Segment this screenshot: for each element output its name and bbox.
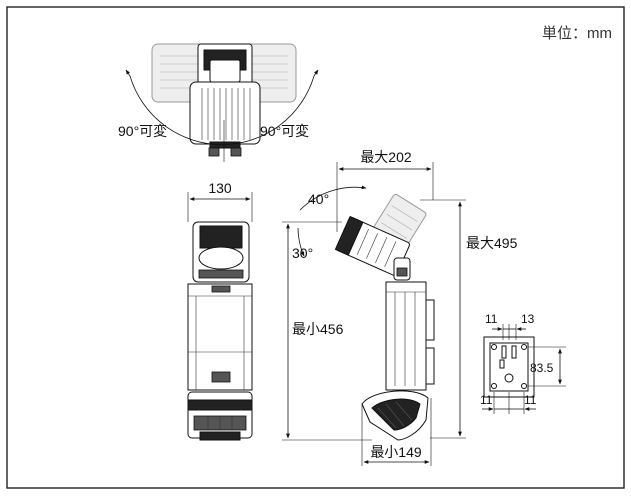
bracket-top-left-label: 11 <box>485 312 498 326</box>
min-depth-label: 最小149 <box>370 444 422 460</box>
unit-label: 単位：mm <box>542 25 612 42</box>
front-view: 130 <box>187 180 253 441</box>
side-bracket <box>425 299 435 341</box>
max-depth-label: 最大202 <box>360 149 412 165</box>
min-height-label: 最小456 <box>292 321 344 337</box>
max-height-label: 最大495 <box>466 235 518 251</box>
drawing-frame <box>6 6 625 489</box>
side-view: 最小456 最大202 最大495 40° 30° <box>282 149 518 466</box>
top-view: 90°可変 90°可変 <box>118 43 319 162</box>
rotation-arc <box>129 75 315 145</box>
tilt-up-label: 40° <box>308 191 329 207</box>
tilt-down-label: 30° <box>292 245 313 261</box>
tilt-up-arc <box>299 185 367 211</box>
bracket-view: 11 13 83.5 11 11 <box>480 312 566 414</box>
bracket-bottom-left-label: 11 <box>480 393 493 407</box>
side-body <box>385 281 427 391</box>
rotation-right-label: 90°可変 <box>260 123 309 139</box>
rotation-left-label: 90°可変 <box>118 123 167 139</box>
bracket-height-label: 83.5 <box>530 361 554 375</box>
head-top-view <box>189 43 261 157</box>
tilt-down-arc <box>297 227 305 257</box>
bracket-bottom-right-label: 11 <box>524 393 537 407</box>
base-housing <box>187 391 253 439</box>
lens <box>198 246 244 270</box>
width-label: 130 <box>208 180 232 196</box>
bracket-top-right-label: 13 <box>521 312 535 326</box>
